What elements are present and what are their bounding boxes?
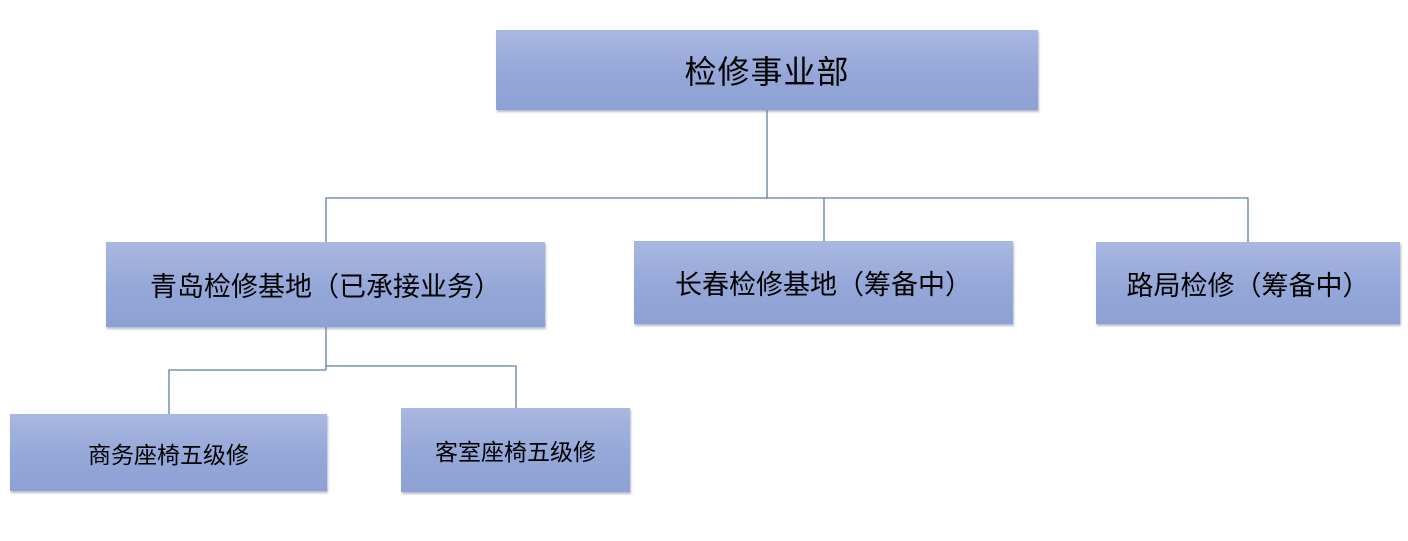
node-maintenance-division: 检修事业部 bbox=[496, 30, 1038, 110]
connector-root-luju bbox=[824, 197, 1249, 242]
connector-root-changchun bbox=[767, 197, 825, 241]
node-qingdao-base: 青岛检修基地（已承接业务） bbox=[106, 242, 545, 327]
node-qingdao-base-label: 青岛检修基地（已承接业务） bbox=[150, 272, 501, 303]
node-cabin-seat-overhaul-label: 客室座椅五级修 bbox=[435, 440, 596, 466]
node-maintenance-division-label: 检修事业部 bbox=[684, 53, 850, 91]
node-changchun-base-label: 长春检修基地（筹备中） bbox=[675, 270, 972, 301]
connector-root-qingdao bbox=[325, 197, 767, 242]
node-cabin-seat-overhaul: 客室座椅五级修 bbox=[401, 408, 630, 492]
connector-qingdao-cabin bbox=[326, 365, 517, 408]
node-railway-bureau-label: 路局检修（筹备中） bbox=[1126, 270, 1370, 302]
node-business-seat-overhaul: 商务座椅五级修 bbox=[10, 414, 327, 491]
node-business-seat-overhaul-label: 商务座椅五级修 bbox=[88, 442, 249, 469]
node-railway-bureau: 路局检修（筹备中） bbox=[1096, 242, 1400, 324]
connector-qingdao-business bbox=[168, 369, 326, 414]
node-changchun-base: 长春检修基地（筹备中） bbox=[634, 241, 1013, 324]
